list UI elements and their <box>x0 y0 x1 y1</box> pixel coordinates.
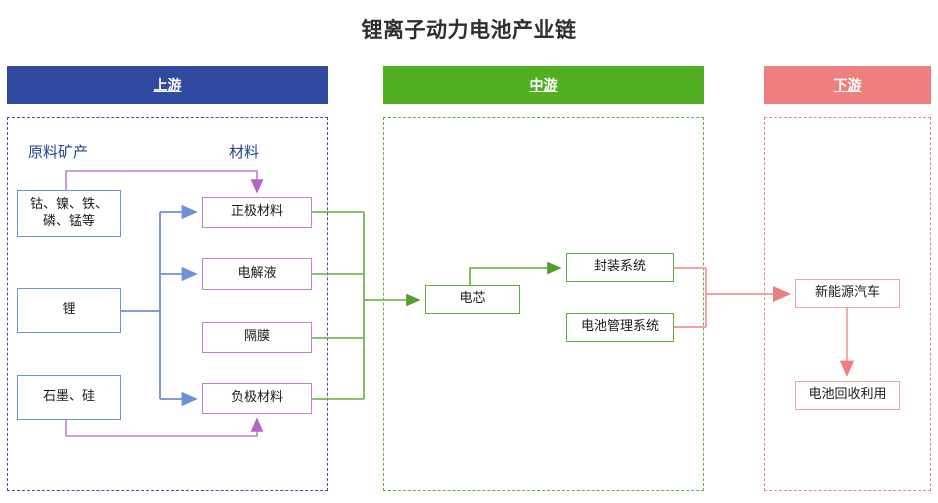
stage-header-downstream-label: 下游 <box>833 78 862 94</box>
page-title: 锂离子动力电池产业链 <box>361 18 577 42</box>
node-ore-graphite-silicon[interactable]: 石墨、硅 <box>17 375 121 420</box>
node-battery-management-system[interactable]: 电池管理系统 <box>566 313 674 342</box>
node-battery-cell[interactable]: 电芯 <box>425 285 520 314</box>
stage-header-midstream: 中游 <box>383 66 704 104</box>
node-material-cathode[interactable]: 正极材料 <box>202 197 312 228</box>
node-material-anode[interactable]: 负极材料 <box>202 383 312 414</box>
caption-raw-minerals: 原料矿产 <box>28 143 89 161</box>
stage-header-upstream-label: 上游 <box>153 78 182 94</box>
caption-materials: 材料 <box>229 143 260 161</box>
stage-header-upstream: 上游 <box>7 66 328 104</box>
node-material-electrolyte[interactable]: 电解液 <box>202 258 312 290</box>
stage-container-midstream <box>383 117 704 491</box>
stage-container-downstream <box>764 117 931 491</box>
stage-header-downstream: 下游 <box>764 66 931 104</box>
node-packaging-system[interactable]: 封装系统 <box>566 253 674 282</box>
stage-header-midstream-label: 中游 <box>529 78 558 94</box>
node-material-separator[interactable]: 隔膜 <box>202 322 312 353</box>
node-battery-recycling[interactable]: 电池回收利用 <box>795 381 900 410</box>
node-ore-cobalt-nickel-iron[interactable]: 钴、镍、铁、磷、锰等 <box>17 190 121 237</box>
node-ore-lithium[interactable]: 锂 <box>17 288 121 333</box>
node-new-energy-vehicle[interactable]: 新能源汽车 <box>795 279 900 308</box>
stage-container-upstream <box>7 117 328 491</box>
